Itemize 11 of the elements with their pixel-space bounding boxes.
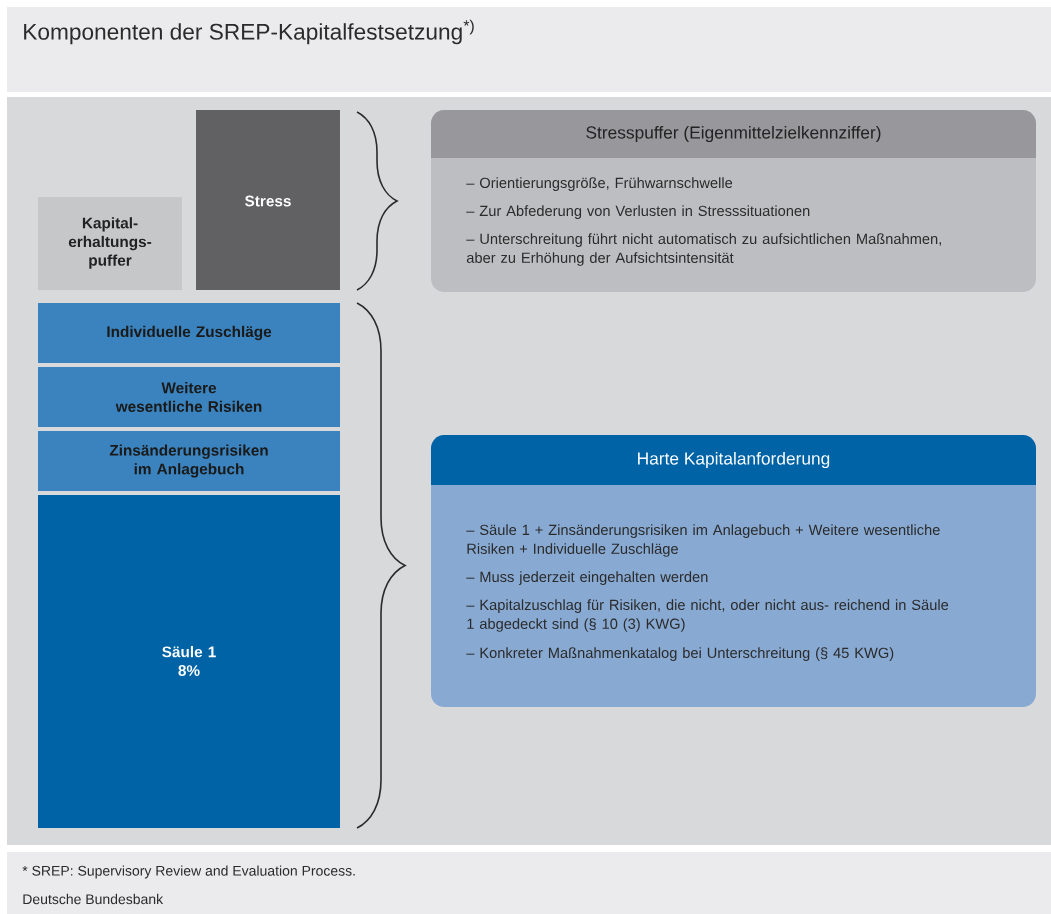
info-box: Harte Kapitalanforderung – Säule 1 + Zinsänderungsrisiken im Anlagebuch + Weitere wesentliche Risiken + Individuelle Zuschläge – Muss jederzeit eingehalten werden – Kapitalzuschlag für Risiken, die nicht, oder nicht aus- reichend in Säule 1 abgedeckt sind (§ 10 (3) KWG) – Konkreter Maßnahmenkatalog bei Unterschreitung (§ 45 KWG) <box>431 435 1036 707</box>
footnote: Deutsche Bundesbank <box>23 893 164 905</box>
stack-block: Säule 1 8% <box>38 495 340 828</box>
stack-block: Individuelle Zuschläge <box>38 303 340 363</box>
stack-block: Stress <box>196 110 340 290</box>
stack-block: Zinsänderungsrisiken im Anlagebuch <box>38 431 340 491</box>
title: Komponenten der SREP-Kapitalfestsetzung$^{*)}$ <box>24 19 474 45</box>
info-box: Stresspuffer (Eigenmittelzielkennziffer) – Orientierungsgröße, Frühwarnschwelle – Zur Abfederung von Verlusten in Stresssituationen – Unterschreitung führt nicht automatisch zu aufsichtlichen Maßnahmen, aber zu Erhöhung der Aufsichtsintensität <box>431 110 1036 292</box>
footnote: * SREP: Supervisory Review and Evaluation Process. <box>22 865 355 879</box>
stack-block: Kapital- erhaltungs- puffer <box>38 197 182 290</box>
stack-block: Weitere wesentliche Risiken <box>38 367 340 427</box>
